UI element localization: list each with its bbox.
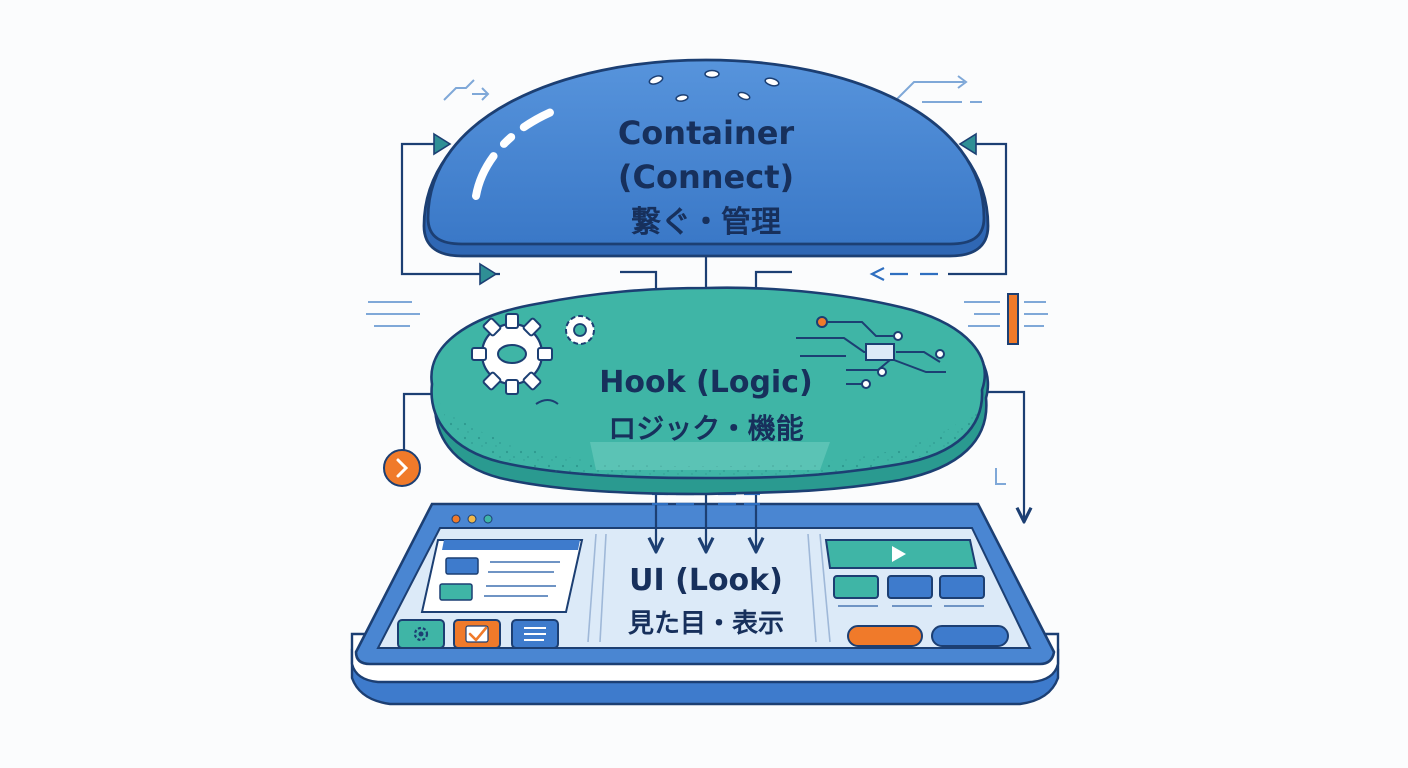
container-layer: Container (Connect) 繋ぐ・管理 [422,58,990,258]
list-icon [524,627,546,641]
decor-top-right-arrows [891,75,982,105]
ui-caption: 見た目・表示 [628,609,784,639]
container-highlight [472,94,602,200]
gear-icon [471,313,553,395]
decor-orange-bar [1007,293,1019,345]
decor-top-left-arrows [443,79,490,101]
ui-left-icon-buttons [397,619,559,649]
ui-right-video [824,539,978,569]
ui-window-dots [451,514,493,524]
loop-left-head-bottom [479,262,498,286]
loop-right-head-top [958,132,977,156]
ui-right-buttons [847,625,1009,647]
ui-right-tiles [833,575,985,607]
decor-right-lines [964,301,1048,327]
hook-layer: Hook (Logic) ロジック・機能 [430,286,990,496]
decor-right-squiggle [995,468,1006,485]
hook-texture [440,400,982,479]
decor-left-lines [366,301,420,327]
gear-tiny-icon [413,626,429,642]
gear-small-icon [565,315,595,345]
loop-right-dashed [869,267,938,281]
container-title: Container [618,114,795,152]
ui-divider-right [807,533,831,643]
container-seeds [648,69,780,102]
hook-squiggle [535,399,559,405]
chevron-right-icon [396,458,409,478]
checkmark-icon [468,626,488,642]
loop-left-outer [400,142,500,276]
ui-title: UI (Look) [629,563,783,598]
loop-left-lower [402,392,438,450]
loop-left-head-top [433,132,452,156]
loop-left-button [383,449,421,487]
loop-right-outer [948,142,1008,276]
container-subtitle: (Connect) [618,158,794,196]
ui-left-card [420,539,584,613]
ui-layer: UI (Look) 見た目・表示 [350,502,1060,706]
hook-caption: ロジック・機能 [608,412,803,445]
ui-divider-left [587,533,607,643]
hook-title: Hook (Logic) [599,365,812,400]
circuit-icon [796,316,946,389]
hook-highlight [590,442,830,470]
container-caption: 繋ぐ・管理 [631,205,781,240]
play-icon [892,546,906,562]
loop-right-lower [980,390,1024,520]
container-dome [426,58,986,246]
